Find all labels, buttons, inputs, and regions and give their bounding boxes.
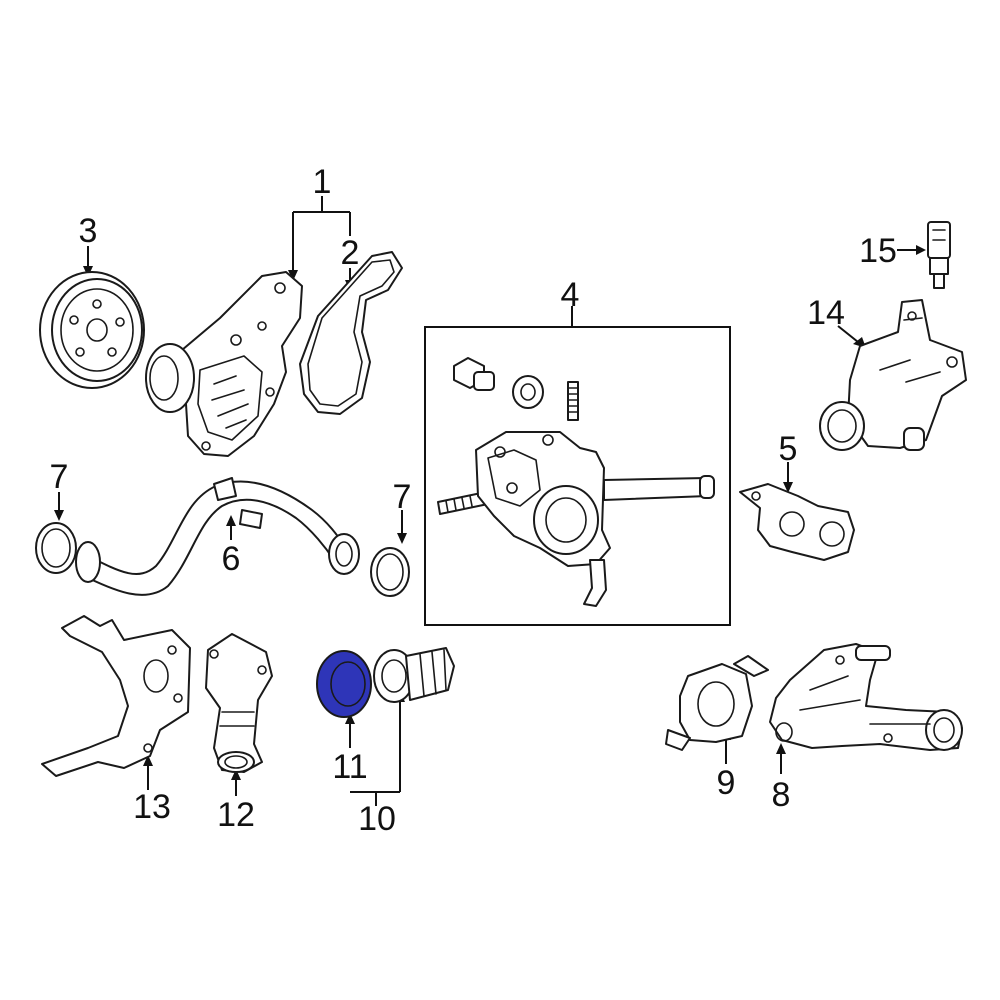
part-6-water-pipe — [75, 477, 360, 596]
part-4-thermostat-housing-box — [424, 326, 731, 626]
part-10-thermostat — [373, 647, 455, 703]
callout-2: 2 — [341, 234, 360, 272]
part-9-gasket — [665, 655, 769, 751]
part-12-water-outlet — [205, 633, 273, 773]
callout-7-left: 7 — [50, 458, 69, 496]
callout-3: 3 — [79, 212, 98, 250]
callout-1: 1 — [313, 163, 332, 201]
callout-7-right: 7 — [393, 478, 412, 516]
part-1-water-pump — [145, 271, 303, 457]
callout-numbers: 1 2 3 4 5 6 7 7 8 9 10 11 12 13 14 15 — [50, 163, 897, 838]
callout-12: 12 — [217, 796, 255, 834]
callout-5: 5 — [779, 430, 798, 468]
callout-4: 4 — [561, 276, 580, 314]
callout-15: 15 — [859, 232, 897, 270]
callout-8: 8 — [772, 776, 791, 814]
callout-leaders — [58, 196, 918, 806]
callout-11: 11 — [332, 748, 367, 786]
part-15-sensor — [927, 221, 951, 289]
part-7-o-ring-right — [370, 547, 410, 597]
part-3-pulley — [39, 271, 145, 389]
part-13-bracket — [41, 615, 191, 777]
callout-9: 9 — [717, 764, 736, 802]
part-11-seal-highlighted — [316, 650, 372, 718]
part-14-outlet-housing — [819, 299, 967, 451]
callout-6: 6 — [222, 540, 241, 578]
part-5-gasket — [739, 483, 855, 561]
part-7-o-ring-left — [35, 522, 77, 574]
callout-14: 14 — [807, 294, 845, 332]
callout-13: 13 — [133, 788, 171, 826]
part-8-water-pipe — [769, 643, 963, 751]
callout-10: 10 — [358, 800, 396, 838]
part-2-gasket — [299, 251, 403, 415]
